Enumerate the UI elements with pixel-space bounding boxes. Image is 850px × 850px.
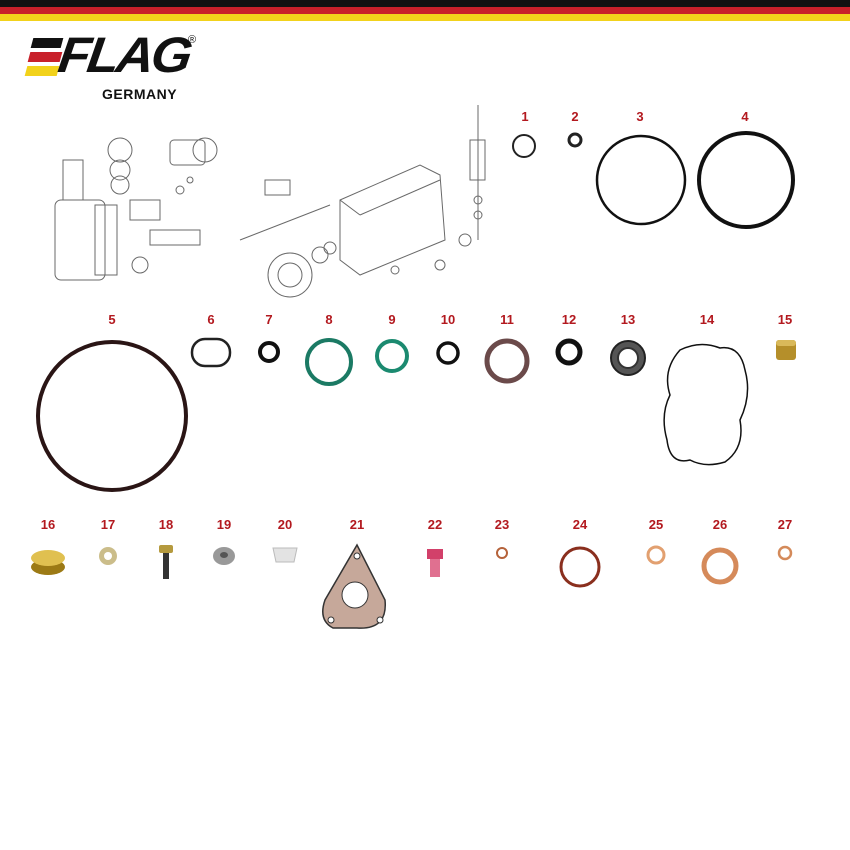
part-25-copper-ring [646,545,666,565]
part-8-o-ring [305,338,353,386]
part-label: 2 [571,109,579,124]
exploded-view-left [54,137,218,281]
part-13-shaft-seal [610,340,646,376]
part-11-o-ring [484,338,530,384]
part-label: 16 [40,517,56,532]
part-4-o-ring [697,131,795,229]
part-3-o-ring [595,134,687,226]
flag-stripe-gold [0,14,850,21]
part-label: 15 [777,312,793,327]
part-label: 14 [699,312,715,327]
part-20-bushing [272,547,298,563]
exploded-view-right [239,105,486,298]
part-22-valve [427,549,443,577]
part-label: 21 [349,517,365,532]
part-23-copper-ring [496,547,508,559]
part-15-cap [776,340,796,360]
part-16-cap [31,550,65,575]
part-label: 11 [500,312,514,327]
part-label: 9 [388,312,396,327]
part-label: 23 [494,517,510,532]
part-21-gasket [322,543,386,629]
part-18-screw [159,545,173,579]
part-label: 8 [325,312,333,327]
part-label: 17 [100,517,116,532]
part-2-o-ring [567,132,583,148]
part-label: 13 [620,312,636,327]
part-27-copper-ring [777,545,793,561]
part-24-copper-ring [559,546,601,588]
part-1-o-ring [512,134,536,158]
part-label: 20 [277,517,293,532]
part-label: 12 [561,312,577,327]
part-label: 22 [427,517,443,532]
part-5-o-ring [36,340,188,492]
registered-mark: ® [188,34,197,46]
part-26-copper-ring [701,547,739,585]
flag-stripe-black [0,0,850,7]
part-label: 27 [777,517,793,532]
part-label: 1 [521,109,529,124]
part-label: 24 [572,517,588,532]
part-label: 10 [440,312,456,327]
part-17-washer [99,547,117,565]
part-label: 5 [108,312,116,327]
part-10-o-ring [436,341,460,365]
part-label: 25 [648,517,664,532]
flag-stripe-red [0,7,850,14]
part-label: 4 [741,109,749,124]
logo-subtitle: GERMANY [102,86,178,102]
part-6-oval-seal [190,337,232,368]
part-label: 26 [712,517,728,532]
part-14-gasket [663,343,749,466]
part-12-o-ring [555,338,583,366]
part-7-o-ring [258,341,280,363]
part-19-washer [213,547,235,565]
part-label: 3 [636,109,644,124]
part-label: 7 [265,312,273,327]
part-label: 19 [216,517,232,532]
part-9-o-ring [375,339,409,373]
part-label: 6 [207,312,215,327]
part-label: 18 [158,517,174,532]
